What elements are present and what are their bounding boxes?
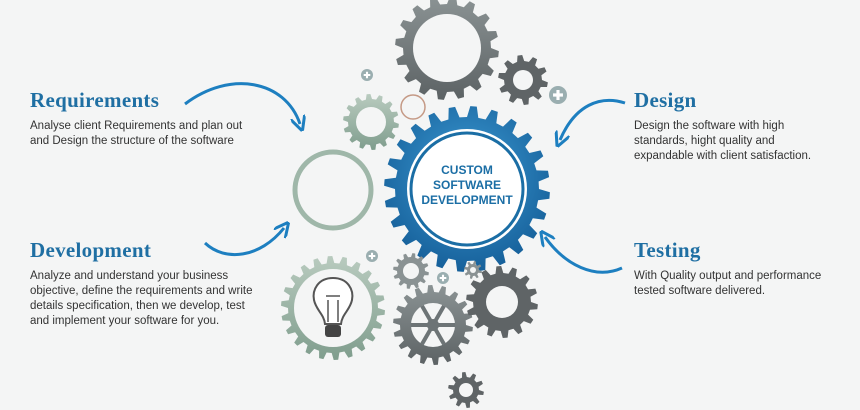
outline-circle-left bbox=[292, 149, 374, 231]
lightbulb-base bbox=[325, 325, 341, 337]
center-label-line-3: DEVELOPMENT bbox=[421, 193, 513, 207]
green-gear-upper-hole bbox=[356, 107, 386, 137]
arrow-design bbox=[560, 98, 626, 140]
wheel-hub bbox=[427, 319, 439, 331]
testing-text: With Quality output and performance test… bbox=[634, 270, 822, 297]
requirements-title: Requirements bbox=[30, 88, 160, 112]
small-gear-bottom-hole bbox=[403, 263, 419, 279]
tiny-gear-bottom-hole bbox=[470, 267, 476, 273]
testing-block: Testing With Quality output and performa… bbox=[634, 238, 834, 299]
center-gear-ring bbox=[409, 131, 525, 247]
design-title: Design bbox=[634, 88, 697, 112]
bottom-right-gear-hole bbox=[486, 286, 518, 318]
partial-gear-bottom-hole bbox=[459, 383, 473, 397]
plus-icon-4-sign bbox=[439, 274, 447, 282]
top-gear-hole bbox=[413, 14, 481, 82]
design-text: Design the software with high standards,… bbox=[634, 120, 812, 162]
testing-title: Testing bbox=[634, 238, 701, 262]
center-label-line-2: SOFTWARE bbox=[433, 178, 501, 192]
development-title: Development bbox=[30, 238, 152, 262]
small-outline-circle bbox=[400, 94, 426, 120]
arrow-testing bbox=[545, 237, 623, 274]
plus-icon-2-sign bbox=[553, 90, 563, 100]
requirements-text: Analyse client Requirements and plan out… bbox=[30, 120, 243, 147]
plus-icon-3-sign bbox=[368, 252, 376, 260]
plus-icon-1-sign bbox=[363, 71, 371, 79]
arrow-requirements bbox=[184, 82, 300, 124]
lightbulb-icon bbox=[312, 276, 354, 325]
center-label-line-1: CUSTOM bbox=[441, 163, 493, 177]
lightbulb-filament bbox=[326, 295, 340, 322]
arrow-development bbox=[203, 228, 284, 256]
development-block: Development Analyze and understand your … bbox=[30, 238, 255, 329]
design-block: Design Design the software with high sta… bbox=[634, 88, 834, 164]
small-gear-top-right-hole bbox=[513, 70, 533, 90]
requirements-block: Requirements Analyse client Requirements… bbox=[30, 88, 255, 149]
development-text: Analyze and understand your business obj… bbox=[30, 270, 253, 327]
